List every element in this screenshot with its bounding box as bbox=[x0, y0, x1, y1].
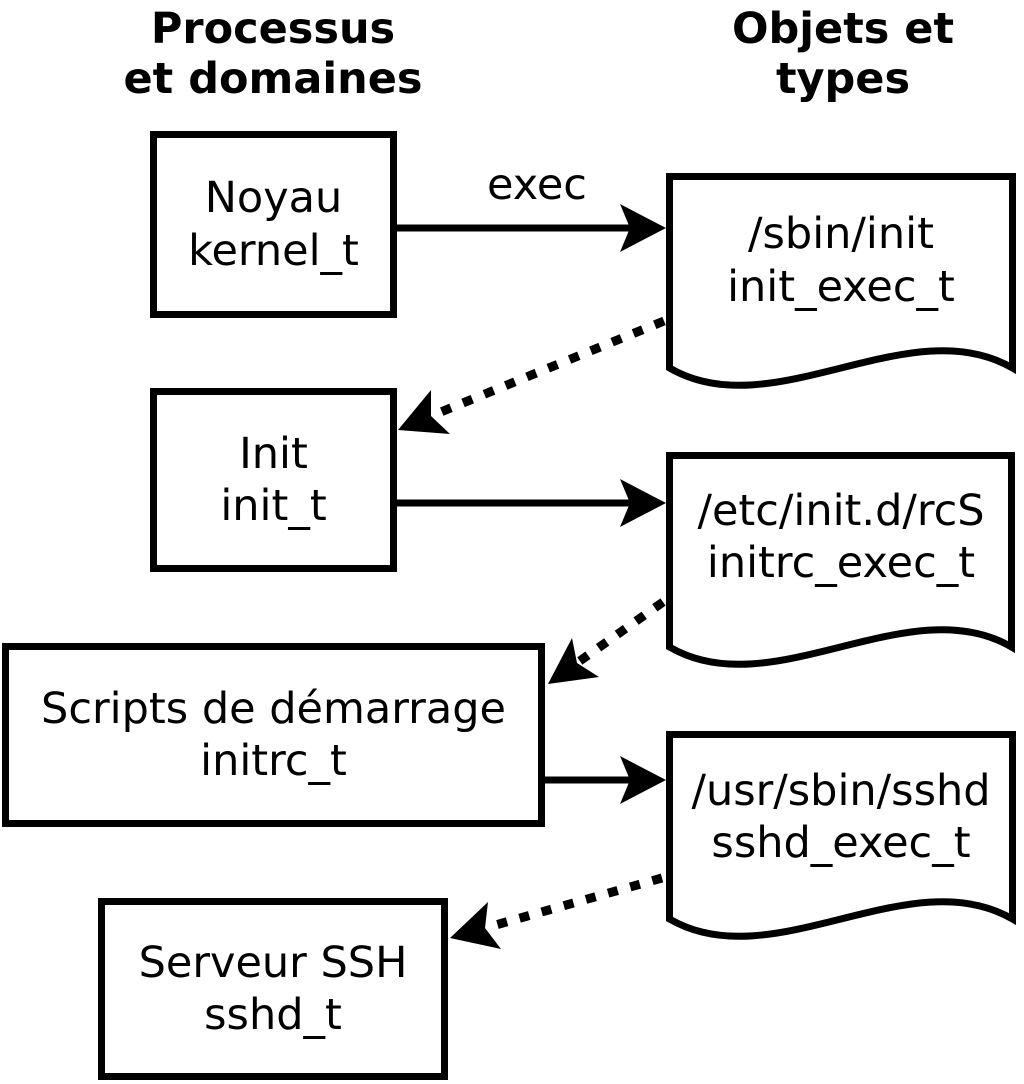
column-header-processes: Processus et domaines bbox=[53, 4, 493, 105]
object-label-sshd-exec: /usr/sbin/sshd sshd_exec_t bbox=[666, 731, 1016, 903]
arrowhead-icon bbox=[620, 479, 666, 527]
object-path: /etc/init.d/rcS bbox=[697, 485, 985, 536]
transition-arrow-to-sshd bbox=[450, 873, 664, 949]
object-type: sshd_exec_t bbox=[711, 818, 971, 868]
column-header-line: Processus bbox=[150, 4, 396, 54]
process-name: Scripts de démarrage bbox=[41, 683, 506, 734]
transition-arrow-line bbox=[429, 316, 666, 421]
process-name: Init bbox=[239, 428, 308, 479]
transition-arrow-line bbox=[574, 598, 666, 667]
exec-edge-label: exec bbox=[437, 158, 637, 212]
object-type: initrc_exec_t bbox=[706, 538, 976, 588]
process-label-kernel: Noyau kernel_t bbox=[150, 131, 397, 318]
object-path: /usr/sbin/sshd bbox=[691, 765, 991, 816]
process-label-initrc: Scripts de démarrage initrc_t bbox=[2, 643, 545, 827]
column-header-line: Objets et bbox=[731, 4, 955, 54]
column-header-line: types bbox=[775, 54, 911, 105]
arrowhead-icon bbox=[450, 902, 501, 949]
document-shape-init-exec bbox=[666, 173, 1016, 389]
object-label-initrc-exec: /etc/init.d/rcS initrc_exec_t bbox=[666, 452, 1016, 622]
process-domain: initrc_t bbox=[200, 736, 347, 786]
process-label-sshd: Serveur SSH sshd_t bbox=[98, 898, 448, 1080]
process-label-init: Init init_t bbox=[150, 388, 397, 572]
transition-arrow-to-initrc bbox=[548, 598, 666, 684]
document-shape-sshd-exec bbox=[666, 731, 1016, 940]
arrowhead-icon bbox=[620, 756, 666, 804]
object-label-init-exec: /sbin/init init_exec_t bbox=[666, 173, 1016, 348]
object-type: init_exec_t bbox=[727, 261, 955, 312]
document-shape-initrc-exec bbox=[666, 452, 1015, 668]
arrowhead-icon bbox=[398, 390, 450, 434]
process-box-initrc bbox=[2, 643, 545, 827]
arrowhead-icon bbox=[548, 638, 599, 684]
object-path: /sbin/init bbox=[748, 209, 934, 260]
arrowhead-icon bbox=[620, 204, 666, 252]
process-domain: init_t bbox=[220, 481, 327, 531]
column-header-line: et domaines bbox=[123, 54, 423, 105]
process-box-kernel bbox=[150, 131, 397, 318]
exec-arrow-kernel-to-sbininit bbox=[394, 204, 666, 252]
process-name: Serveur SSH bbox=[138, 937, 408, 988]
process-domain: sshd_t bbox=[204, 990, 342, 1040]
exec-arrow-init-to-rcs bbox=[394, 479, 666, 527]
column-header-objects: Objets et types bbox=[643, 4, 1024, 105]
process-domain: kernel_t bbox=[188, 225, 359, 276]
process-box-init bbox=[150, 388, 397, 572]
transition-arrow-to-init bbox=[398, 316, 666, 434]
process-box-sshd bbox=[98, 898, 448, 1080]
transition-arrow-line bbox=[483, 873, 664, 933]
process-name: Noyau bbox=[204, 173, 343, 224]
exec-edge-label-text: exec bbox=[487, 159, 587, 210]
exec-arrow-initrc-to-sshd bbox=[542, 756, 666, 804]
